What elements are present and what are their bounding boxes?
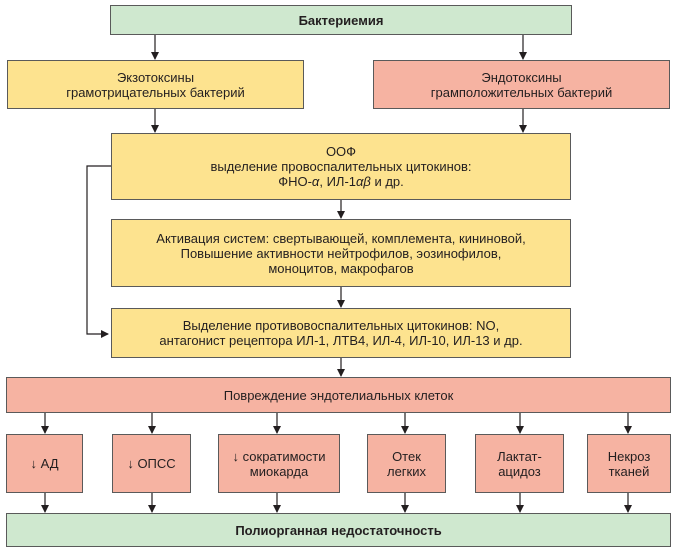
bacteremia-box: Бактериемия xyxy=(110,5,572,35)
oof-cytokines: ФНО-α, ИЛ-1αβ и др. xyxy=(278,174,404,189)
endotoxins-box: Эндотоксины грамположительных бактерий xyxy=(373,60,670,109)
endotoxins-line1: Эндотоксины xyxy=(481,69,562,85)
effect-lactate-line2: ацидоз xyxy=(498,463,541,479)
effect-lactate-line1: Лактат- xyxy=(497,448,542,464)
bacteremia-label: Бактериемия xyxy=(298,12,384,28)
anti-line2: антагонист рецептора ИЛ-1, ЛТВ4, ИЛ-4, И… xyxy=(159,333,523,348)
exotoxins-line1: Экзотоксины xyxy=(116,69,195,85)
effect-lungs-box: Отек легких xyxy=(367,434,446,493)
arrow-oof-anti-bypass xyxy=(86,165,111,338)
activation-box: Активация систем: свертывающей, комплеме… xyxy=(111,219,571,287)
oof-title: ООФ xyxy=(325,144,357,159)
down-arrow-icon: ↓ xyxy=(127,456,134,471)
effect-opss-box: ↓ ОПСС xyxy=(112,434,191,493)
endothelial-box: Повреждение эндотелиальных клеток xyxy=(6,377,671,413)
down-arrow-icon: ↓ xyxy=(30,456,37,471)
effect-lungs-line2: легких xyxy=(386,463,426,479)
endotoxins-line2: грамположительных бактерий xyxy=(430,84,613,100)
down-arrow-icon: ↓ xyxy=(232,448,240,464)
anti-line1: Выделение противовоспалительных цитокино… xyxy=(182,318,500,333)
activation-line2: Повышение активности нейтрофилов, эозино… xyxy=(180,245,502,261)
activation-line1: Активация систем: свертывающей, комплеме… xyxy=(156,230,526,246)
effect-myocard-line1: ↓ сократимости xyxy=(232,448,326,464)
effect-ad: ↓ АД xyxy=(30,456,59,471)
effect-lactate-box: Лактат- ацидоз xyxy=(475,434,564,493)
exotoxins-line2: грамотрицательных бактерий xyxy=(66,84,245,100)
exotoxins-box: Экзотоксины грамотрицательных бактерий xyxy=(7,60,304,109)
effect-myocard-line2: миокарда xyxy=(249,463,309,479)
mof-box: Полиорганная недостаточность xyxy=(6,513,671,547)
mof-label: Полиорганная недостаточность xyxy=(235,522,442,538)
effect-myocard-box: ↓ сократимости миокарда xyxy=(218,434,340,493)
effect-lungs-line1: Отек xyxy=(392,448,421,464)
oof-box: ООФ выделение провоспалительных цитокино… xyxy=(111,133,571,200)
anti-inflammatory-box: Выделение противовоспалительных цитокино… xyxy=(111,308,571,358)
effect-necrosis-line1: Некроз xyxy=(607,448,651,464)
effect-necrosis-box: Некроз тканей xyxy=(587,434,671,493)
effect-ad-box: ↓ АД xyxy=(6,434,83,493)
endothelial-label: Повреждение эндотелиальных клеток xyxy=(223,387,454,403)
effect-necrosis-line2: тканей xyxy=(608,463,650,479)
oof-subtitle: выделение провоспалительных цитокинов: xyxy=(210,159,472,174)
effect-opss: ↓ ОПСС xyxy=(127,456,176,471)
activation-line3: моноцитов, макрофагов xyxy=(268,260,414,276)
